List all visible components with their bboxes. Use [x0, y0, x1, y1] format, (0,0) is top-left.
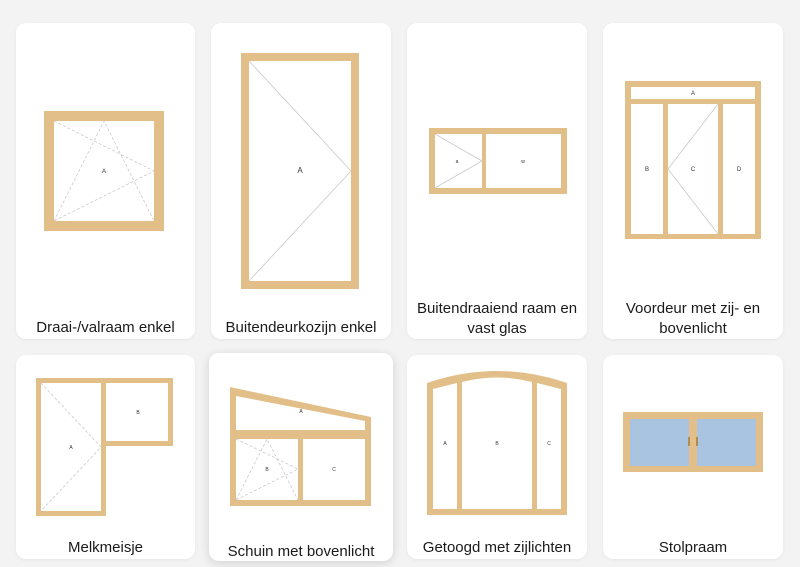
panel-label: A	[443, 441, 447, 447]
panel-label: B	[645, 167, 649, 173]
panel-label: D	[737, 167, 742, 173]
product-label: Schuin met bovenlicht	[227, 543, 375, 560]
product-label: Draai-/valraam enkel	[36, 319, 175, 336]
panel-label: w	[521, 159, 525, 165]
door-diagram: A B C D	[625, 81, 761, 239]
panel-label: A	[102, 169, 106, 175]
window-diagram	[623, 412, 763, 472]
window-diagram: A B	[36, 378, 173, 516]
panel-label: a	[456, 159, 459, 165]
panel-label: A	[297, 166, 303, 175]
panel-label: B	[136, 410, 140, 416]
product-card-melkmeisje[interactable]: A B Melkmeisje	[16, 355, 195, 559]
window-diagram: A	[44, 111, 164, 231]
panel-label: A	[299, 409, 303, 415]
product-label: Buitendraaiend raam en vast glas	[416, 300, 578, 337]
panel-label: A	[69, 445, 73, 451]
window-diagram: A B C	[427, 371, 567, 515]
product-label: Stolpraam	[658, 539, 728, 556]
product-card-buitendraaiend-vast-glas[interactable]: a w Buitendraaiend raam en vast glas	[407, 23, 587, 339]
panel-label: B	[495, 441, 499, 447]
product-label: Voordeur met zij- en bovenlicht	[625, 300, 761, 337]
product-card-draai-valraam[interactable]: A Draai-/valraam enkel	[16, 23, 195, 339]
panel-label: C	[691, 167, 696, 173]
product-label: Getoogd met zijlichten	[422, 539, 572, 556]
product-card-voordeur-zij-bovenlicht[interactable]: A B C D Voordeur met zij- en bovenlicht	[603, 23, 783, 339]
product-label: Buitendeurkozijn enkel	[225, 319, 377, 336]
panel-label: A	[691, 91, 695, 97]
door-diagram: A	[241, 53, 359, 289]
panel-label: C	[332, 467, 336, 473]
product-label: Melkmeisje	[67, 539, 143, 556]
panel-label: C	[547, 441, 551, 447]
product-card-stolpraam[interactable]: Stolpraam	[603, 355, 783, 559]
product-card-buitendeurkozijn[interactable]: A Buitendeurkozijn enkel	[211, 23, 391, 339]
product-card-schuin-bovenlicht[interactable]: A B C Schuin met bovenlicht	[209, 353, 393, 561]
window-diagram: a w	[429, 128, 567, 194]
product-card-getoogd-zijlichten[interactable]: A B C Getoogd met zijlichten	[407, 355, 587, 559]
window-diagram: A B C	[230, 387, 371, 506]
panel-label: B	[265, 467, 269, 473]
